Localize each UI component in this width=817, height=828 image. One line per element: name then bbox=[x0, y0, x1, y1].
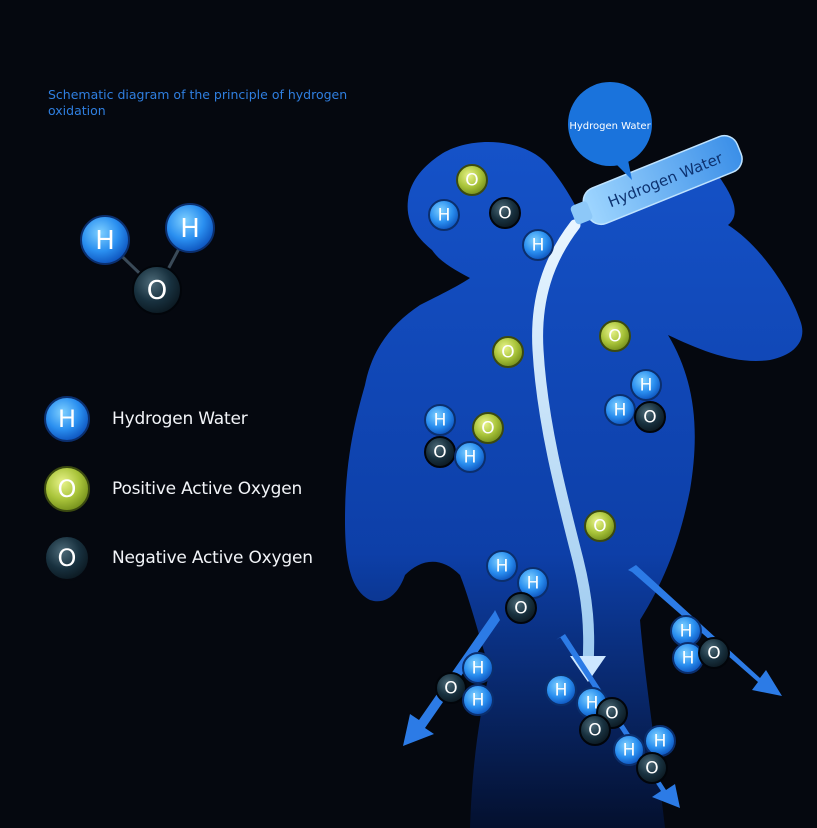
negative-oxygen-atom: O bbox=[579, 714, 611, 746]
negative-oxygen-atom: O bbox=[505, 592, 537, 624]
negative-oxygen-atom: O bbox=[424, 436, 456, 468]
negative-oxygen-atom-letter: O bbox=[514, 599, 527, 619]
hydrogen-atom-letter: H bbox=[434, 411, 447, 431]
negative-oxygen-legend-icon: O bbox=[44, 535, 90, 581]
arrow-right bbox=[628, 565, 782, 696]
hydrogen-atom-letter: H bbox=[682, 649, 695, 669]
hydrogen-atom: H bbox=[486, 550, 518, 582]
hydrogen-atom: H bbox=[428, 199, 460, 231]
hydrogen-atom-letter: H bbox=[586, 694, 599, 714]
negative-oxygen-atom: O bbox=[132, 265, 182, 315]
negative-oxygen-atom-letter: O bbox=[444, 679, 457, 699]
svg-text:O: O bbox=[58, 475, 77, 503]
hydrogen-atom: H bbox=[644, 725, 676, 757]
hydrogen-atom-letter: H bbox=[527, 574, 540, 594]
negative-oxygen-atom-letter: O bbox=[605, 704, 618, 724]
legend-negative-oxygen-label: Negative Active Oxygen bbox=[112, 548, 313, 568]
positive-oxygen-atom-letter: O bbox=[501, 343, 514, 363]
hydrogen-atom-letter: H bbox=[438, 206, 451, 226]
hydrogen-atom: H bbox=[604, 394, 636, 426]
hydrogen-atom: H bbox=[545, 674, 577, 706]
hydrogen-atom-letter: H bbox=[640, 376, 653, 396]
hydrogen-atom: H bbox=[454, 441, 486, 473]
hydrogen-atom: H bbox=[462, 652, 494, 684]
legend-negative-oxygen: O Negative Active Oxygen bbox=[42, 534, 313, 582]
hydrogen-atom: H bbox=[462, 684, 494, 716]
hydrogen-atom-letter: H bbox=[654, 732, 667, 752]
positive-oxygen-atom-letter: O bbox=[608, 327, 621, 347]
hydrogen-atom-letter: H bbox=[496, 557, 509, 577]
water-stream bbox=[532, 219, 595, 671]
hydrogen-atom-letter: H bbox=[95, 226, 115, 256]
positive-oxygen-atom: O bbox=[492, 336, 524, 368]
hydrogen-atom-letter: H bbox=[555, 681, 568, 701]
positive-oxygen-atom-letter: O bbox=[481, 419, 494, 439]
negative-oxygen-atom-letter: O bbox=[645, 759, 658, 779]
hydrogen-legend-icon: H bbox=[44, 396, 90, 442]
positive-oxygen-atom: O bbox=[599, 320, 631, 352]
hydrogen-atom-letter: H bbox=[180, 214, 200, 244]
speech-bubble-label: Hydrogen Water bbox=[569, 121, 651, 132]
legend-positive-oxygen-label: Positive Active Oxygen bbox=[112, 479, 303, 499]
hydrogen-atom: H bbox=[424, 404, 456, 436]
positive-oxygen-atom-letter: O bbox=[465, 171, 478, 191]
svg-text:H: H bbox=[58, 405, 76, 433]
hydrogen-atom-letter: H bbox=[472, 659, 485, 679]
svg-text:O: O bbox=[58, 544, 77, 572]
negative-oxygen-atom-letter: O bbox=[433, 443, 446, 463]
negative-oxygen-atom: O bbox=[435, 672, 467, 704]
negative-oxygen-atom-letter: O bbox=[707, 644, 720, 664]
positive-oxygen-atom: O bbox=[472, 412, 504, 444]
negative-oxygen-atom-letter: O bbox=[588, 721, 601, 741]
hydrogen-atom: H bbox=[80, 215, 130, 265]
legend-hydrogen-label: Hydrogen Water bbox=[112, 409, 248, 429]
diagram-caption: Schematic diagram of the principle of hy… bbox=[48, 87, 348, 118]
positive-oxygen-legend-icon: O bbox=[44, 466, 90, 512]
negative-oxygen-atom: O bbox=[634, 401, 666, 433]
hydrogen-atom: H bbox=[613, 734, 645, 766]
speech-bubble: Hydrogen Water bbox=[568, 82, 652, 180]
negative-oxygen-atom-letter: O bbox=[498, 204, 511, 224]
legend-positive-oxygen: O Positive Active Oxygen bbox=[42, 465, 302, 513]
hydrogen-atom-letter: H bbox=[532, 236, 545, 256]
negative-oxygen-atom: O bbox=[636, 752, 668, 784]
positive-oxygen-atom-letter: O bbox=[593, 517, 606, 537]
legend-hydrogen: H Hydrogen Water bbox=[42, 395, 248, 443]
hydrogen-atom: H bbox=[672, 642, 704, 674]
negative-oxygen-atom-letter: O bbox=[147, 276, 167, 306]
negative-oxygen-atom-letter: O bbox=[643, 408, 656, 428]
negative-oxygen-atom: O bbox=[489, 197, 521, 229]
hydrogen-atom: H bbox=[630, 369, 662, 401]
hydrogen-atom: H bbox=[670, 615, 702, 647]
human-silhouette bbox=[345, 142, 803, 828]
hydrogen-atom: H bbox=[517, 567, 549, 599]
hydrogen-atom: H bbox=[165, 203, 215, 253]
hydrogen-atom-letter: H bbox=[680, 622, 693, 642]
hydrogen-atom: H bbox=[522, 229, 554, 261]
negative-oxygen-atom: O bbox=[698, 637, 730, 669]
hydrogen-atom-letter: H bbox=[472, 691, 485, 711]
hydrogen-atom-letter: H bbox=[464, 448, 477, 468]
hydrogen-atom-letter: H bbox=[614, 401, 627, 421]
positive-oxygen-atom: O bbox=[584, 510, 616, 542]
positive-oxygen-atom: O bbox=[456, 164, 488, 196]
hydrogen-atom-letter: H bbox=[623, 741, 636, 761]
